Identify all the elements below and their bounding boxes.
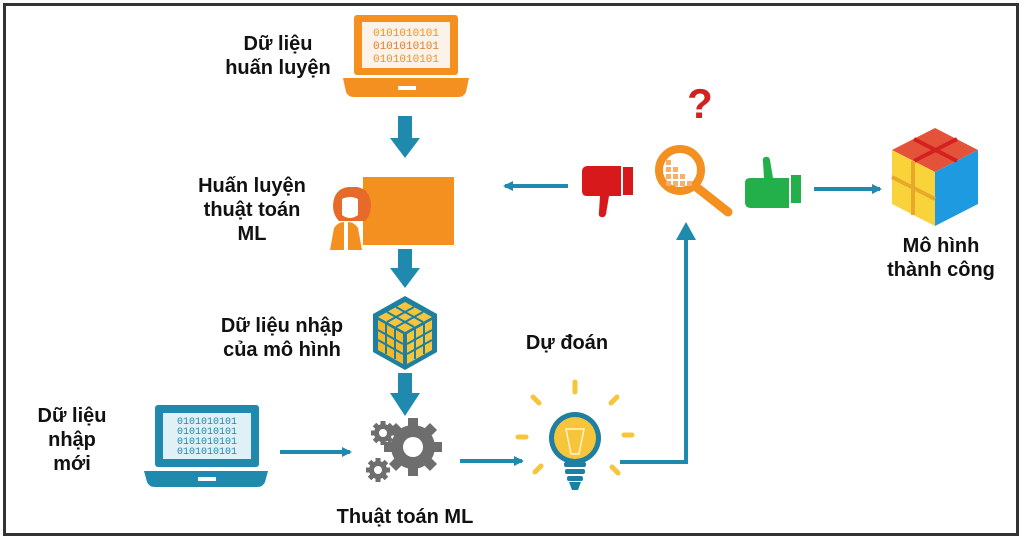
label-model-input-data: Dữ liệu nhập của mô hình	[220, 315, 344, 361]
label-train-algorithm: Huấn luyện thuật toán ML	[198, 175, 306, 245]
down-arrow-icon	[390, 116, 420, 158]
thumbs-up-icon	[745, 156, 801, 208]
binary-text: 0101010101	[177, 417, 237, 428]
label-training-data: Dữ liệu huấn luyện	[225, 33, 331, 79]
new-data-laptop-icon: 0101010101 0101010101 0101010101 0101010…	[144, 405, 268, 487]
training-laptop-icon: 0101010101 0101010101 0101010101	[343, 15, 469, 97]
arrow-head-up	[676, 222, 696, 240]
magnifier-chart-icon	[655, 145, 733, 217]
binary-text: 0101010101	[177, 447, 237, 458]
thumbs-down-icon	[582, 166, 633, 218]
binary-text: 0101010101	[373, 41, 439, 53]
binary-text: 0101010101	[177, 427, 237, 438]
binary-text: 0101010101	[373, 54, 439, 66]
binary-text: 0101010101	[373, 28, 439, 40]
down-arrow-icon	[390, 249, 420, 288]
gears-icon	[366, 418, 442, 482]
question-mark-icon: ?	[687, 80, 713, 127]
label-ml-algorithm: Thuật toán ML	[336, 506, 474, 528]
label-prediction: Dự đoán	[525, 332, 609, 354]
label-successful-model: Mô hình thành công	[887, 235, 995, 281]
lightbulb-icon	[515, 379, 635, 490]
label-new-input-data: Dữ liệu nhập mới	[37, 405, 107, 475]
rubik-cube-icon	[891, 128, 978, 226]
binary-text: 0101010101	[177, 437, 237, 448]
down-arrow-icon	[390, 373, 420, 416]
data-cube-icon	[373, 296, 437, 370]
arrow-prediction-to-evaluation	[620, 232, 688, 464]
presenter-board-icon	[330, 177, 454, 250]
